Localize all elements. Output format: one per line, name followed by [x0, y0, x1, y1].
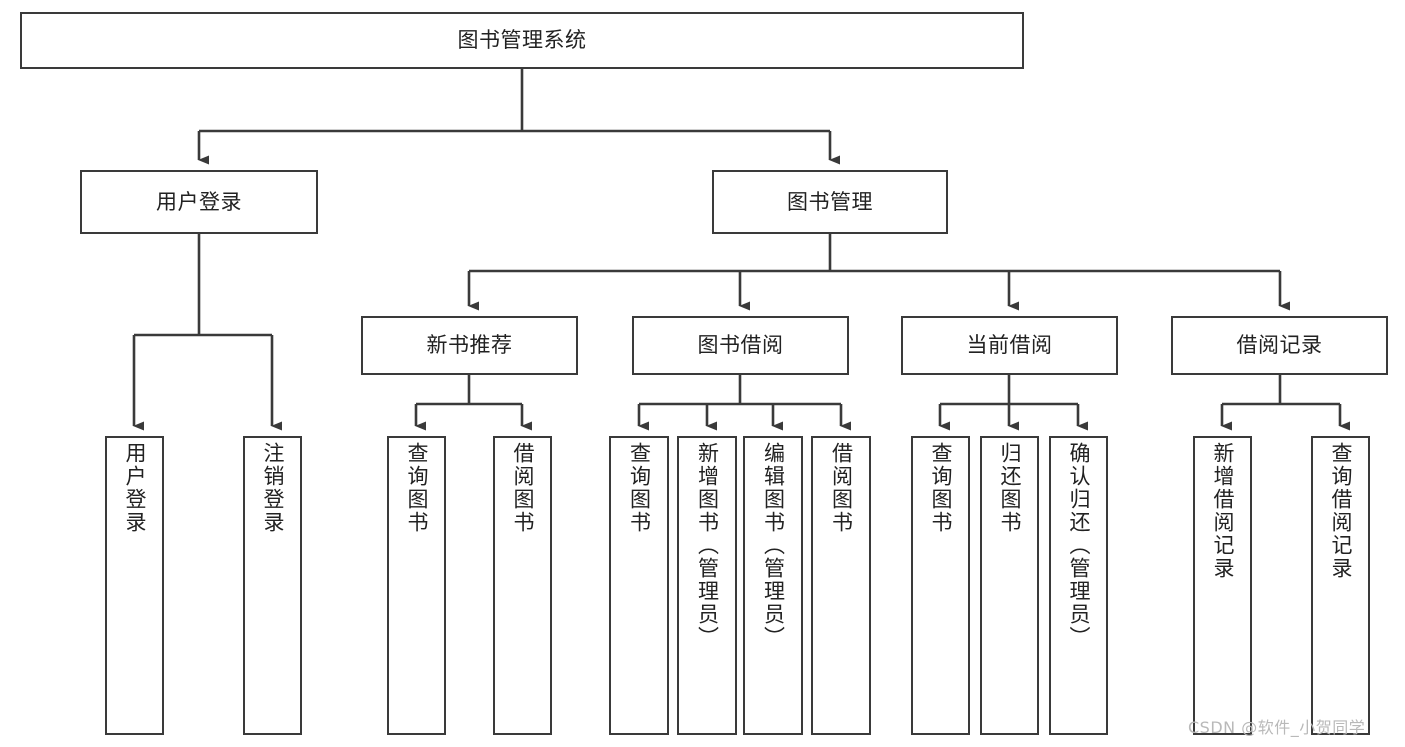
node-leaf-add-book[interactable]: 新增图书（管理员） [677, 436, 737, 735]
node-leaf-query-book-1[interactable]: 查询图书 [387, 436, 446, 735]
node-leaf-query-record-label: 查询借阅记录 [1329, 442, 1353, 580]
node-leaf-edit-book-label: 编辑图书（管理员） [761, 442, 786, 649]
node-book-borrow-label: 图书借阅 [697, 333, 784, 358]
node-leaf-confirm-return-label: 确认归还（管理员） [1067, 442, 1091, 649]
node-current-borrow[interactable]: 当前借阅 [901, 316, 1118, 375]
node-user-login-label: 用户登录 [156, 189, 242, 214]
node-leaf-add-record-label: 新增借阅记录 [1211, 442, 1235, 580]
node-borrow-record-label: 借阅记录 [1236, 333, 1323, 358]
node-leaf-query-book-2[interactable]: 查询图书 [609, 436, 669, 735]
node-current-borrow-label: 当前借阅 [966, 333, 1053, 358]
node-leaf-return-book[interactable]: 归还图书 [980, 436, 1039, 735]
node-leaf-edit-book[interactable]: 编辑图书（管理员） [743, 436, 803, 735]
node-leaf-user-login[interactable]: 用户登录 [105, 436, 164, 735]
node-leaf-confirm-return[interactable]: 确认归还（管理员） [1049, 436, 1108, 735]
node-leaf-query-book-2-label: 查询图书 [627, 442, 652, 534]
node-leaf-borrow-book-2[interactable]: 借阅图书 [811, 436, 871, 735]
node-new-book-rec[interactable]: 新书推荐 [361, 316, 578, 375]
node-leaf-query-book-1-label: 查询图书 [405, 442, 429, 534]
node-borrow-record[interactable]: 借阅记录 [1171, 316, 1388, 375]
node-leaf-return-book-label: 归还图书 [998, 442, 1022, 534]
node-leaf-add-record[interactable]: 新增借阅记录 [1193, 436, 1252, 735]
watermark-text: CSDN @软件_小贺同学 [1188, 718, 1366, 737]
node-root-label: 图书管理系统 [457, 28, 587, 53]
node-leaf-logout-login[interactable]: 注销登录 [243, 436, 302, 735]
node-leaf-query-book-3[interactable]: 查询图书 [911, 436, 970, 735]
node-root[interactable]: 图书管理系统 [20, 12, 1024, 69]
node-book-borrow[interactable]: 图书借阅 [632, 316, 849, 375]
node-leaf-user-login-label: 用户登录 [123, 442, 147, 534]
node-book-manage[interactable]: 图书管理 [712, 170, 948, 234]
node-leaf-add-book-label: 新增图书（管理员） [695, 442, 720, 649]
node-user-login[interactable]: 用户登录 [80, 170, 318, 234]
node-leaf-logout-login-label: 注销登录 [261, 442, 285, 534]
node-leaf-query-book-3-label: 查询图书 [929, 442, 953, 534]
node-leaf-borrow-book-1-label: 借阅图书 [511, 442, 535, 534]
node-leaf-query-record[interactable]: 查询借阅记录 [1311, 436, 1370, 735]
node-book-manage-label: 图书管理 [787, 189, 873, 214]
node-leaf-borrow-book-1[interactable]: 借阅图书 [493, 436, 552, 735]
node-new-book-rec-label: 新书推荐 [426, 333, 513, 358]
node-leaf-borrow-book-2-label: 借阅图书 [829, 442, 854, 534]
